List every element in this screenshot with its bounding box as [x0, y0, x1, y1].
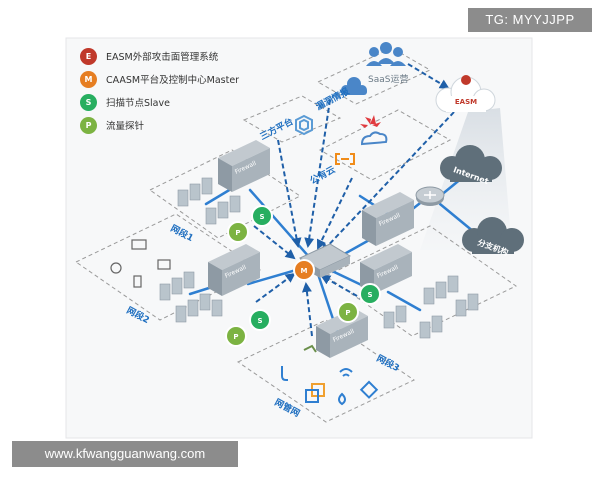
easm-legend-icon: E — [80, 48, 97, 65]
mobile-icon — [281, 366, 288, 381]
master-node — [293, 259, 315, 281]
internet-cloud — [440, 145, 502, 182]
probe-node-zone2 — [225, 325, 247, 347]
zone2-endpoints — [110, 239, 171, 288]
easm-cloud-label: EASM — [455, 98, 477, 106]
legend-item-easm: E EASM外部攻击面管理系统 — [76, 46, 276, 69]
slave-node-zone3-letter: S — [367, 291, 372, 299]
firewall-main — [362, 192, 414, 246]
printer-icon — [157, 259, 171, 270]
third-party-platform-icon — [295, 114, 313, 136]
chart-icon — [303, 344, 317, 353]
footer-url-watermark: www.kfwangguanwang.com — [12, 441, 238, 467]
saas-label: SaaS运营 — [368, 73, 408, 85]
network-cloud-icon — [341, 77, 367, 95]
tg-watermark-badge: TG: MYYJJPP — [468, 8, 592, 32]
camera-icon — [110, 262, 122, 274]
zone-terminal-net-border — [236, 319, 416, 423]
pin-icon — [338, 392, 346, 406]
flow-zone3-master — [320, 275, 365, 301]
server-clusters — [159, 177, 479, 339]
legend-label-easm: EASM外部攻击面管理系统 — [106, 52, 219, 63]
slave-node-zone1-letter: S — [259, 213, 264, 221]
firewall-top — [218, 140, 270, 192]
slave-legend-icon: S — [80, 94, 97, 111]
master-legend-icon: M — [80, 71, 97, 88]
aliyun-icon — [335, 153, 355, 165]
probe-node-zone2-letter: P — [233, 333, 238, 341]
firewall-zone2 — [208, 244, 260, 296]
huawei-cloud-icon — [360, 115, 381, 128]
saas-users-icon — [366, 42, 406, 66]
probe-node-zone3-letter: P — [345, 309, 350, 317]
slave-node-zone2 — [249, 309, 271, 331]
probe-legend-icon: P — [80, 117, 97, 134]
wifi-icon — [339, 368, 353, 377]
easm-cloud — [435, 75, 496, 113]
flow-cloud-master — [316, 177, 353, 250]
link-router-branch — [438, 202, 476, 234]
flow-terminal-master — [301, 282, 313, 337]
tablet-2-icon — [305, 389, 319, 403]
flow-zone1-master — [253, 225, 296, 260]
probe-node-zone1 — [227, 221, 249, 243]
legend-label-master: CAASM平台及控制中心Master — [106, 75, 240, 86]
slave-node-zone2-letter: S — [257, 317, 262, 325]
node-badges: S P S P S P M — [225, 205, 381, 347]
router-icon — [415, 186, 445, 206]
legend-item-probe: P 流量探针 — [76, 115, 276, 138]
legend-label-slave: 扫描节点Slave — [106, 98, 170, 109]
flow-vuln-master — [304, 99, 331, 248]
terminal-net-icons — [281, 344, 379, 406]
slave-node-zone3 — [359, 283, 381, 305]
flow-thirdparty-master — [277, 139, 302, 248]
zone1-servers — [177, 177, 241, 225]
flow-easm-master — [320, 111, 455, 254]
branch-cloud — [462, 217, 524, 254]
legend: E EASM外部攻击面管理系统 M CAASM平台及控制中心Master S 扫… — [76, 46, 276, 138]
zone2-servers — [159, 271, 223, 323]
easm-badge-icon — [461, 75, 471, 85]
legend-label-probe: 流量探针 — [106, 121, 145, 132]
legend-item-master: M CAASM平台及控制中心Master — [76, 69, 276, 92]
phone-icon — [133, 275, 142, 288]
zone-3-border — [325, 225, 517, 337]
zone3-servers — [383, 275, 479, 339]
link-fw3-zone3 — [386, 290, 422, 312]
legend-item-slave: S 扫描节点Slave — [76, 92, 276, 115]
laptop-icon — [131, 239, 147, 250]
hosting-cloud-icon — [360, 131, 388, 146]
master-node-letter: M — [301, 267, 308, 275]
data-flow-arrows — [253, 63, 455, 337]
probe-node-zone3 — [337, 301, 359, 323]
zone-third-party-border — [242, 95, 342, 143]
badge-icon — [359, 380, 379, 399]
probe-node-zone1-letter: P — [235, 229, 240, 237]
firewalls — [208, 140, 414, 358]
slave-node-zone1 — [251, 205, 273, 227]
